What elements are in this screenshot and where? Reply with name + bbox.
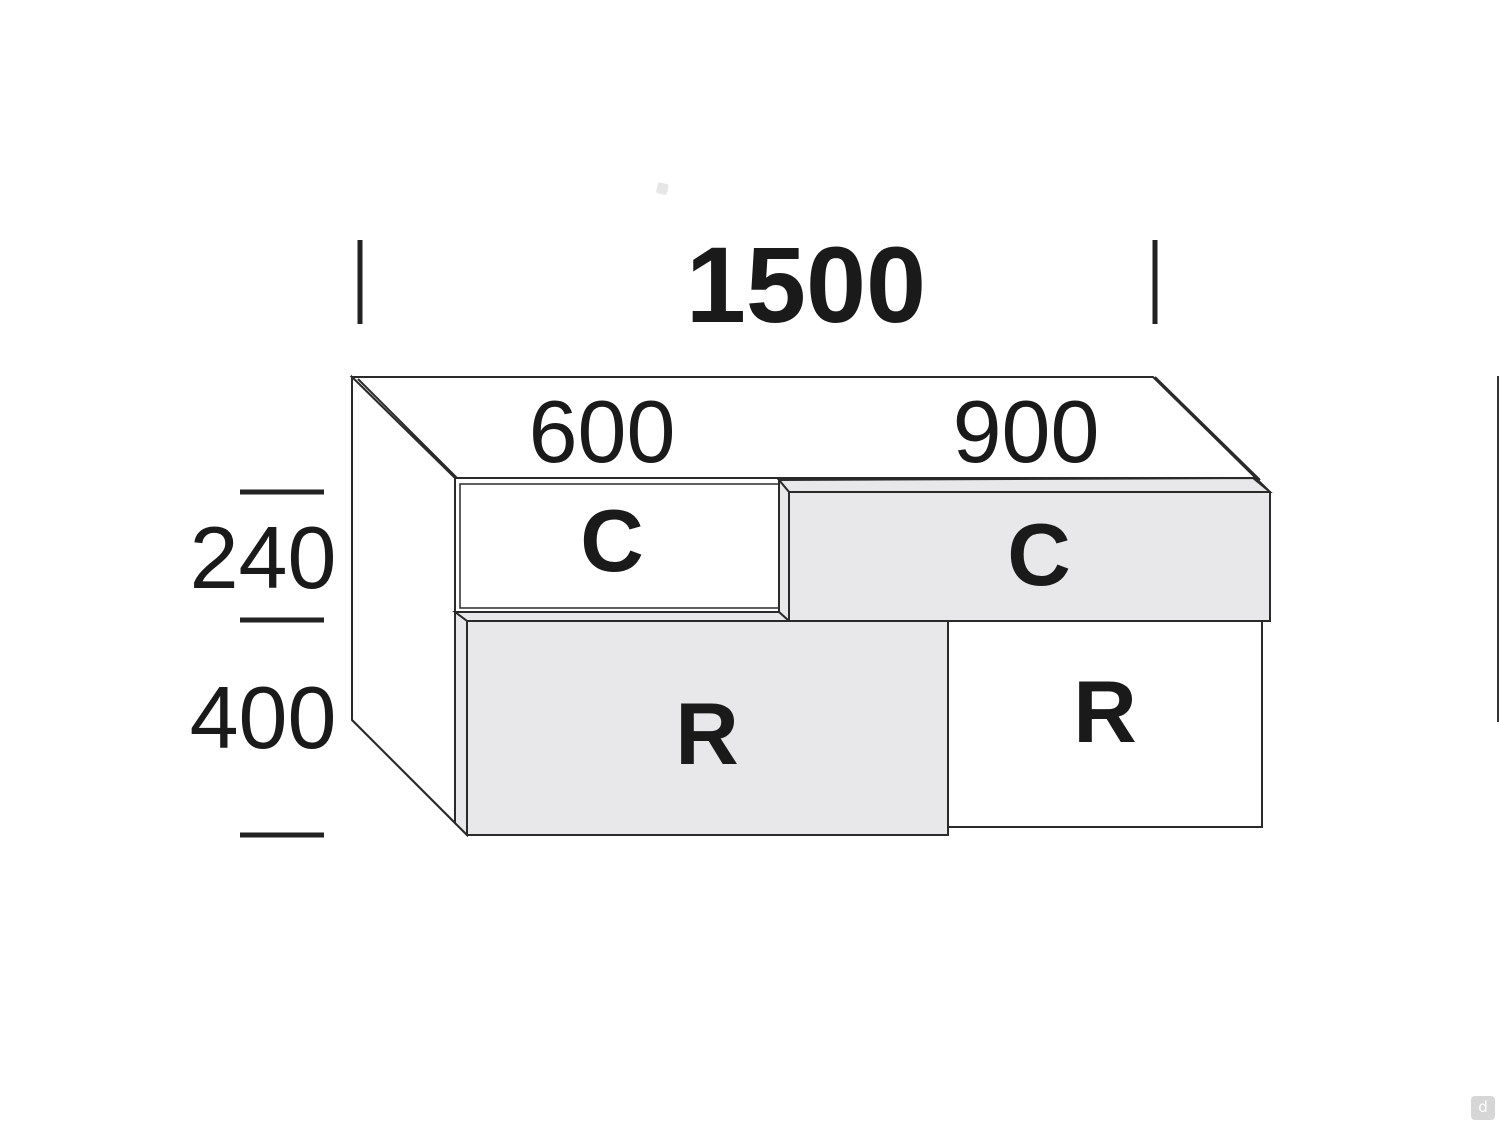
top-height-label: 240 [190,508,337,607]
page-edge-line [1497,376,1499,722]
bottom-height-label: 400 [190,668,337,767]
module-top-right-code: C [1007,505,1071,604]
side-face-bottom-edge [351,719,468,836]
right-width-label: 900 [953,382,1100,481]
speck-decoration [656,182,669,195]
cabinet-top-face [349,376,1271,493]
total-width-label: 1500 [686,224,926,345]
corner-badge-icon: d [1471,1096,1495,1120]
module-bottom-right-code: R [1073,662,1137,761]
top-face-right-edge [1154,376,1261,481]
module-bottom-left [466,620,949,836]
module-bottom-left-side [454,610,468,838]
module-top-right [788,491,1271,622]
module-top-right-side [778,477,790,624]
module-bottom-right [947,620,1263,828]
top-face-inner-edge [357,378,458,479]
left-width-label: 600 [529,382,676,481]
module-bottom-left-code: R [675,684,739,783]
module-top-left-code: C [580,491,644,590]
module-bottom-left-lip [452,611,792,622]
